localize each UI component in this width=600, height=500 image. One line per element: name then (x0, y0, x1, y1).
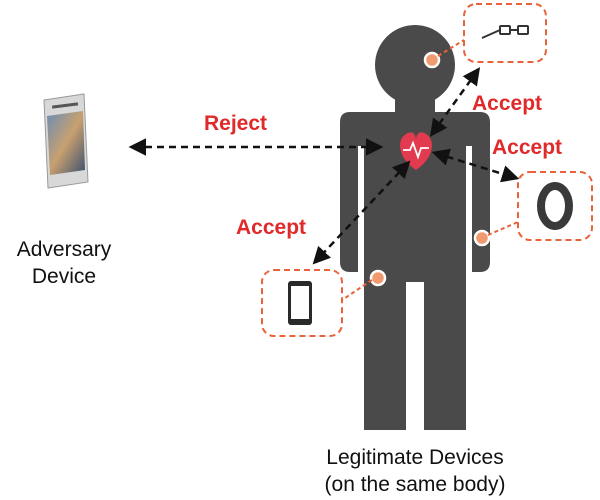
accept-phone-label: Accept (236, 216, 307, 239)
neck (395, 98, 435, 112)
dot-wrist (473, 229, 491, 247)
dot-head (423, 51, 441, 69)
device-location-dots (369, 51, 491, 287)
wristband-callout (517, 171, 593, 241)
head (375, 25, 455, 105)
smartphone-icon (288, 281, 312, 325)
adversary-caption-line2: Device (31, 265, 97, 288)
adversary-caption-line1: Adversary (16, 238, 112, 261)
wristband-icon (537, 182, 573, 230)
accept-phone-arrow (312, 160, 411, 265)
reject-label: Reject (204, 112, 268, 135)
legit-caption-line1: Legitimate Devices (326, 446, 504, 469)
legit-caption-line2: (on the same body) (324, 473, 506, 496)
accept-glasses-label: Accept (472, 92, 543, 115)
legitimate-devices-caption: Legitimate Devices (on the same body) (285, 444, 545, 498)
accept-wristband-label: Accept (492, 136, 563, 159)
communication-arrows (128, 67, 520, 265)
dot-pocket (369, 269, 387, 287)
accept-wristband-arrow (431, 148, 520, 183)
wristband-connector (487, 221, 519, 236)
smartglasses-icon (481, 25, 529, 39)
human-body-silhouette (340, 25, 490, 430)
phone-connector (341, 279, 373, 301)
adversary-device-caption: Adversary Device (0, 236, 128, 290)
accept-glasses-arrow (429, 67, 481, 137)
adversary-phone-icon (43, 93, 89, 189)
glasses-connector (437, 39, 465, 57)
